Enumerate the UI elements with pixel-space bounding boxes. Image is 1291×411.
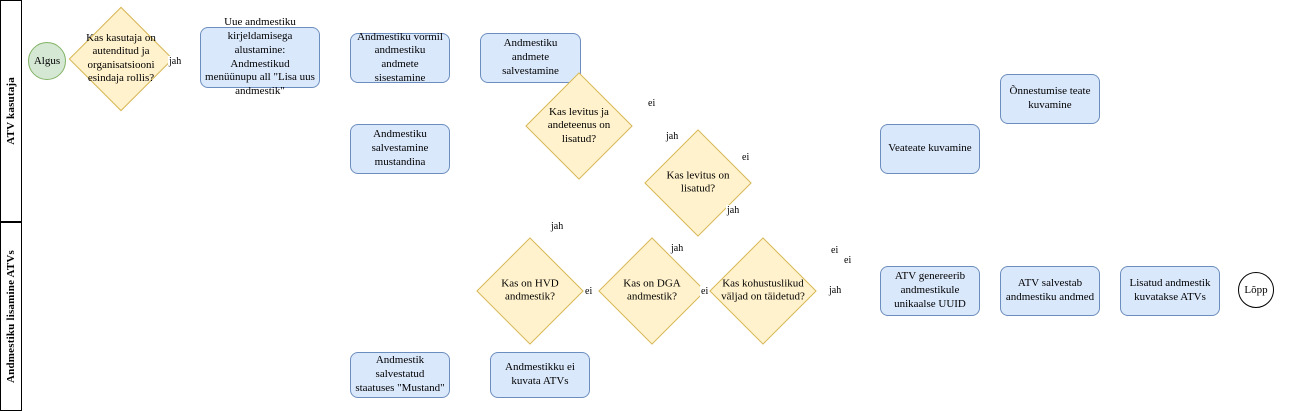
node-label-vormil: Andmestiku vormil andmestiku andmete sis… — [357, 30, 443, 84]
node-label-start: Algus — [33, 54, 61, 67]
diamond-shape — [476, 237, 584, 345]
node-label-kuvatakse: Lisatud andmestik kuvatakse ATVs — [1129, 277, 1211, 303]
lane-label-atv-kasutaja: ATV kasutaja — [5, 77, 17, 145]
node-label-andmete-salvestamine: Andmestiku andmete salvestamine — [502, 37, 559, 77]
node-end-lopp[interactable]: Lõpp — [1238, 272, 1274, 308]
node-process-atv-salvestab[interactable]: ATV salvestab andmestiku andmed — [1000, 266, 1100, 316]
node-decision-levitus-ja-andeteenus[interactable]: Kas levitus ja andeteenus on lisatud? — [525, 72, 633, 180]
node-label-uue-andmestiku: Uue andmestiku kirjeldamisega alustamine… — [205, 16, 315, 97]
edge-label-ei-2: ei — [741, 152, 751, 163]
lane-header-andmestiku-lisamine: Andmestiku lisamine ATVs — [0, 222, 22, 411]
node-decision-kohustuslikud-valjad[interactable]: Kas kohustuslikud väljad on täidetud? — [709, 237, 817, 345]
edge-label-jah-1: jah — [168, 56, 183, 67]
lane-label-andmestiku-lisamine: Andmestiku lisamine ATVs — [5, 250, 17, 383]
node-process-salvestamine-mustandina[interactable]: Andmestiku salvestamine mustandina — [350, 124, 450, 174]
node-decision-kas-kasutaja-autenditud[interactable]: Kas kasutaja on autenditud ja organisats… — [68, 6, 174, 112]
node-process-andmestiku-vormil-sisestamine[interactable]: Andmestiku vormil andmestiku andmete sis… — [350, 30, 450, 84]
node-process-genereerib-uuid[interactable]: ATV genereerib andmestikule unikaalse UU… — [880, 266, 980, 316]
diamond-shape — [644, 129, 752, 237]
diamond-shape — [525, 72, 633, 180]
node-process-uue-andmestiku-alustamine[interactable]: Uue andmestiku kirjeldamisega alustamine… — [200, 16, 320, 97]
edge-label-ei-1: ei — [647, 98, 657, 109]
node-label-salvestatud-mustand: Andmestik salvestatud staatuses "Mustand… — [355, 354, 445, 394]
edge-label-jah-3: jah — [726, 205, 741, 216]
edge-label-ei-3: ei — [584, 286, 594, 297]
node-process-salvestatud-mustand[interactable]: Andmestik salvestatud staatuses "Mustand… — [350, 352, 450, 398]
node-process-ei-kuvata-atvs[interactable]: Andmestikku ei kuvata ATVs — [490, 352, 590, 398]
edge-label-ei-4: ei — [700, 286, 710, 297]
node-label-uuid: ATV genereerib andmestikule unikaalse UU… — [894, 270, 966, 310]
node-process-andmete-salvestamine[interactable]: Andmestiku andmete salvestamine — [480, 33, 581, 83]
node-process-kuvatakse-atvs[interactable]: Lisatud andmestik kuvatakse ATVs — [1120, 266, 1220, 316]
node-process-veateate-kuvamine[interactable]: Veateate kuvamine — [880, 124, 980, 174]
node-start-algus[interactable]: Algus — [28, 42, 66, 80]
diamond-shape — [598, 237, 706, 345]
edge-label-ei-6: ei — [843, 255, 853, 266]
lane-header-atv-kasutaja: ATV kasutaja — [0, 0, 22, 222]
edge-label-ei-5: ei — [830, 245, 840, 256]
node-process-onnestumise-teate-kuvamine[interactable]: Õnnestumise teate kuvamine — [1000, 74, 1100, 124]
edge-label-jah-2: jah — [665, 131, 680, 142]
diamond-shape — [709, 237, 817, 345]
edge-label-jah-6: jah — [828, 285, 843, 296]
node-decision-kas-hvd-andmestik[interactable]: Kas on HVD andmestik? — [476, 237, 584, 345]
node-label-atv-salvestab: ATV salvestab andmestiku andmed — [1005, 277, 1095, 303]
edge-label-jah-5: jah — [670, 243, 685, 254]
diamond-shape — [68, 6, 174, 112]
node-decision-kas-levitus-lisatud[interactable]: Kas levitus on lisatud? — [644, 129, 752, 237]
node-label-ei-kuvata: Andmestikku ei kuvata ATVs — [505, 361, 575, 387]
node-label-onnestumise: Õnnestumise teate kuvamine — [1009, 85, 1091, 111]
node-label-veateate: Veateate kuvamine — [888, 142, 972, 155]
node-label-end: Lõpp — [1244, 283, 1268, 296]
node-decision-kas-dga-andmestik[interactable]: Kas on DGA andmestik? — [598, 237, 706, 345]
node-label-mustandina: Andmestiku salvestamine mustandina — [371, 128, 429, 168]
edge-label-jah-4: jah — [550, 221, 565, 232]
